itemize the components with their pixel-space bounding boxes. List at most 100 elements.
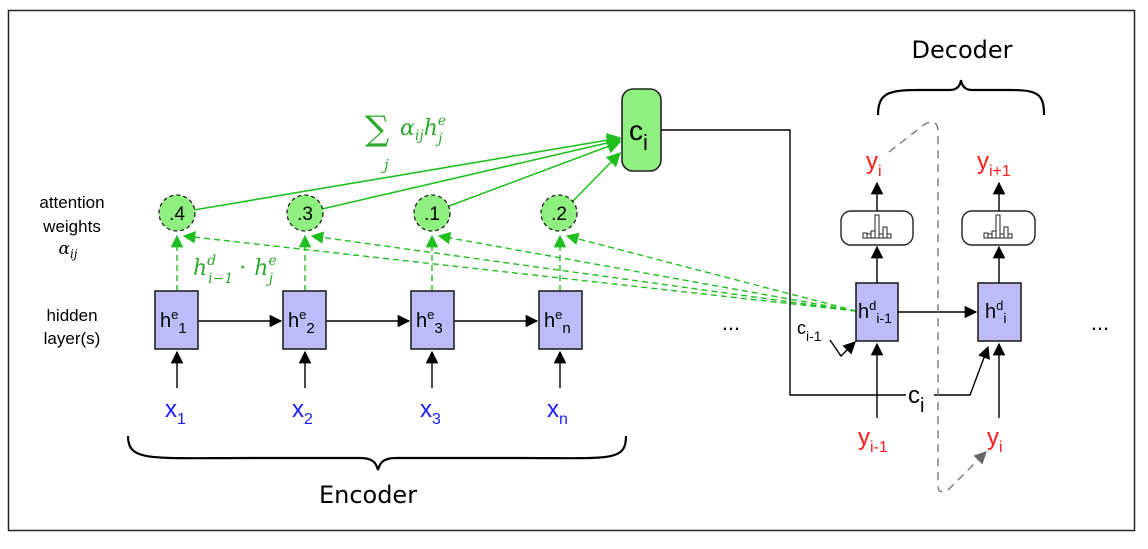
attention-circle	[158, 194, 196, 232]
decoder-state-label: hdi	[985, 298, 1006, 326]
attention-weights-label: attention weights αij	[39, 193, 104, 261]
context-vector-node: ci	[621, 88, 662, 172]
softmax-box	[840, 210, 914, 246]
encoder-state-label: he1	[160, 307, 187, 337]
encoder-state-label: he2	[288, 307, 315, 337]
decoder-state-box: hdi	[977, 282, 1022, 342]
label-line: layer(s)	[44, 329, 101, 348]
decoder-output-token: yi+1	[977, 148, 1011, 180]
input-base: y	[987, 424, 999, 451]
hidden-layers-label: hidden layer(s)	[44, 306, 101, 348]
state-subscript: 2	[306, 320, 314, 337]
state-superscript: e	[171, 307, 178, 322]
input-base: y	[858, 424, 870, 451]
alpha-glyph: α	[400, 116, 415, 141]
sigma-symbol: ∑	[365, 109, 389, 149]
h-superscript: d	[207, 253, 216, 269]
encoder-state-box: he2	[282, 290, 327, 350]
weighted-sum-arrow	[448, 139, 622, 207]
softmax-box	[961, 210, 1036, 246]
decoder-state-box: hdi-1	[855, 282, 899, 342]
input-token: x3	[420, 396, 441, 428]
context-label: ci	[629, 115, 648, 155]
context-to-decoder-arrow	[661, 129, 990, 396]
alpha-symbol: αij	[58, 239, 77, 261]
h-subscript: j	[435, 131, 443, 147]
decoder-input-token: yi	[987, 424, 1003, 456]
attention-weight-node: .2	[540, 194, 578, 232]
input-token: x2	[292, 396, 313, 428]
alpha-subscript: ij	[415, 128, 424, 144]
decoder-input-token: yi-1	[858, 424, 888, 456]
input-base: x	[420, 396, 432, 423]
attention-value: .1	[424, 204, 440, 225]
input-base: x	[547, 396, 559, 423]
input-token: x1	[165, 396, 186, 428]
state-superscript: e	[555, 307, 562, 322]
state-base: h	[160, 310, 171, 332]
attention-value: .2	[551, 204, 567, 225]
attention-circle	[540, 194, 578, 232]
distribution-icon	[862, 214, 892, 239]
feedback-loop	[888, 121, 947, 493]
state-superscript: d	[869, 298, 876, 313]
encoder-state-label: hen	[544, 307, 571, 337]
decoder-output-token: yi	[866, 148, 882, 180]
h-glyph: h	[424, 116, 438, 141]
input-subscript: n	[559, 411, 568, 428]
output-base: y	[866, 148, 878, 175]
state-superscript: e	[299, 307, 306, 322]
encoder-box	[282, 290, 327, 350]
h-superscript: e	[438, 113, 446, 129]
alpha-glyph: α	[58, 239, 70, 259]
context-prev-label: ci-1	[797, 318, 822, 344]
encoder-box	[538, 290, 583, 350]
output-base: y	[977, 148, 989, 175]
encoder-state-box: he1	[154, 290, 199, 350]
encoder-brace	[126, 435, 628, 471]
label-line: weights	[42, 217, 101, 236]
decoder-score-arrow	[310, 231, 857, 312]
encoder-box	[410, 290, 455, 350]
distribution-icon	[983, 214, 1013, 239]
state-base: h	[858, 301, 869, 323]
input-subscript: i	[999, 439, 1003, 456]
context-current-label: ci	[908, 382, 924, 417]
state-subscript: i	[1003, 310, 1006, 326]
state-base: h	[985, 301, 996, 323]
encoder-label: Encoder	[319, 481, 417, 509]
state-superscript: e	[427, 307, 434, 322]
decoder-score-arrow	[437, 231, 857, 312]
input-subscript: i-1	[870, 439, 888, 456]
ellipsis: ...	[722, 310, 740, 335]
attention-circle	[286, 194, 324, 232]
state-base: h	[544, 310, 555, 332]
label-line: hidden	[46, 306, 97, 325]
context-label-bg	[906, 378, 934, 408]
input-subscript: 3	[432, 411, 441, 428]
context-base: c	[908, 382, 920, 409]
encoder-state-label: he3	[416, 307, 443, 337]
output-subscript: i+1	[989, 163, 1011, 180]
input-token: xn	[547, 396, 568, 428]
weighted-sum-arrow	[572, 151, 622, 202]
attention-circle	[413, 194, 451, 232]
h-superscript: e	[268, 253, 276, 269]
weighted-sum-arrow	[193, 133, 622, 211]
h-subscript: j	[266, 271, 274, 287]
alpha-subscript: ij	[70, 247, 78, 261]
decoder-brace	[876, 79, 1046, 116]
input-subscript: 2	[304, 411, 313, 428]
h-glyph: h	[254, 256, 268, 281]
encoder-state-box: hen	[538, 290, 583, 350]
state-subscript: 3	[434, 320, 442, 337]
context-subscript: i	[920, 395, 924, 417]
h-glyph: h	[193, 256, 207, 281]
input-base: x	[292, 396, 304, 423]
state-base: h	[288, 310, 299, 332]
figure-frame	[7, 9, 1136, 532]
